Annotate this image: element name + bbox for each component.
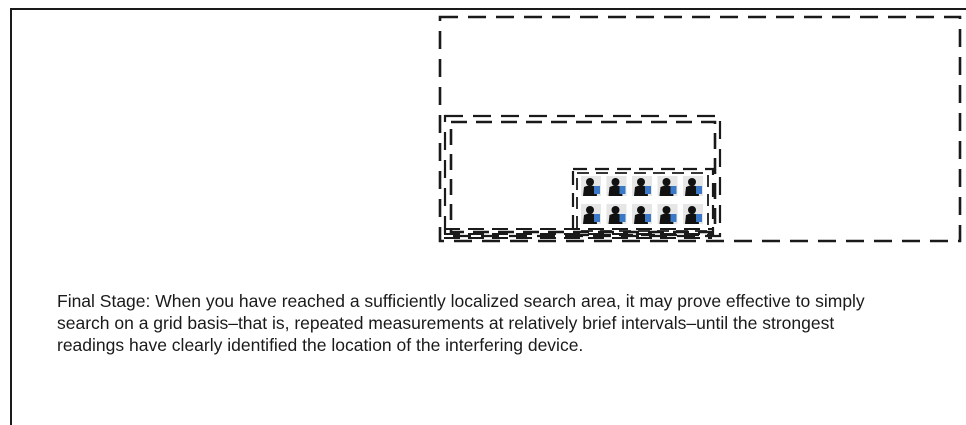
radio-operator-icon <box>632 204 652 224</box>
radio-operator-icon <box>657 204 678 224</box>
outer-search-area <box>438 15 962 243</box>
radio-operator-icon <box>606 204 627 224</box>
radio-operator-icon <box>683 176 703 196</box>
final-stage-caption: Final Stage: When you have reached a suf… <box>57 291 865 355</box>
radio-operator-icon <box>683 204 703 224</box>
radio-operator-icon <box>606 176 627 196</box>
medium-search-area <box>449 120 717 234</box>
search-grid <box>581 176 703 224</box>
radio-operator-icon <box>581 204 601 224</box>
radio-operator-icon <box>632 176 652 196</box>
small-search-area-inner <box>576 172 709 232</box>
radio-operator-icon <box>581 176 601 196</box>
radio-operator-icon <box>657 176 678 196</box>
frame-left-border <box>10 8 12 425</box>
search-area-diagram <box>438 15 962 243</box>
frame-top-border <box>10 8 966 10</box>
